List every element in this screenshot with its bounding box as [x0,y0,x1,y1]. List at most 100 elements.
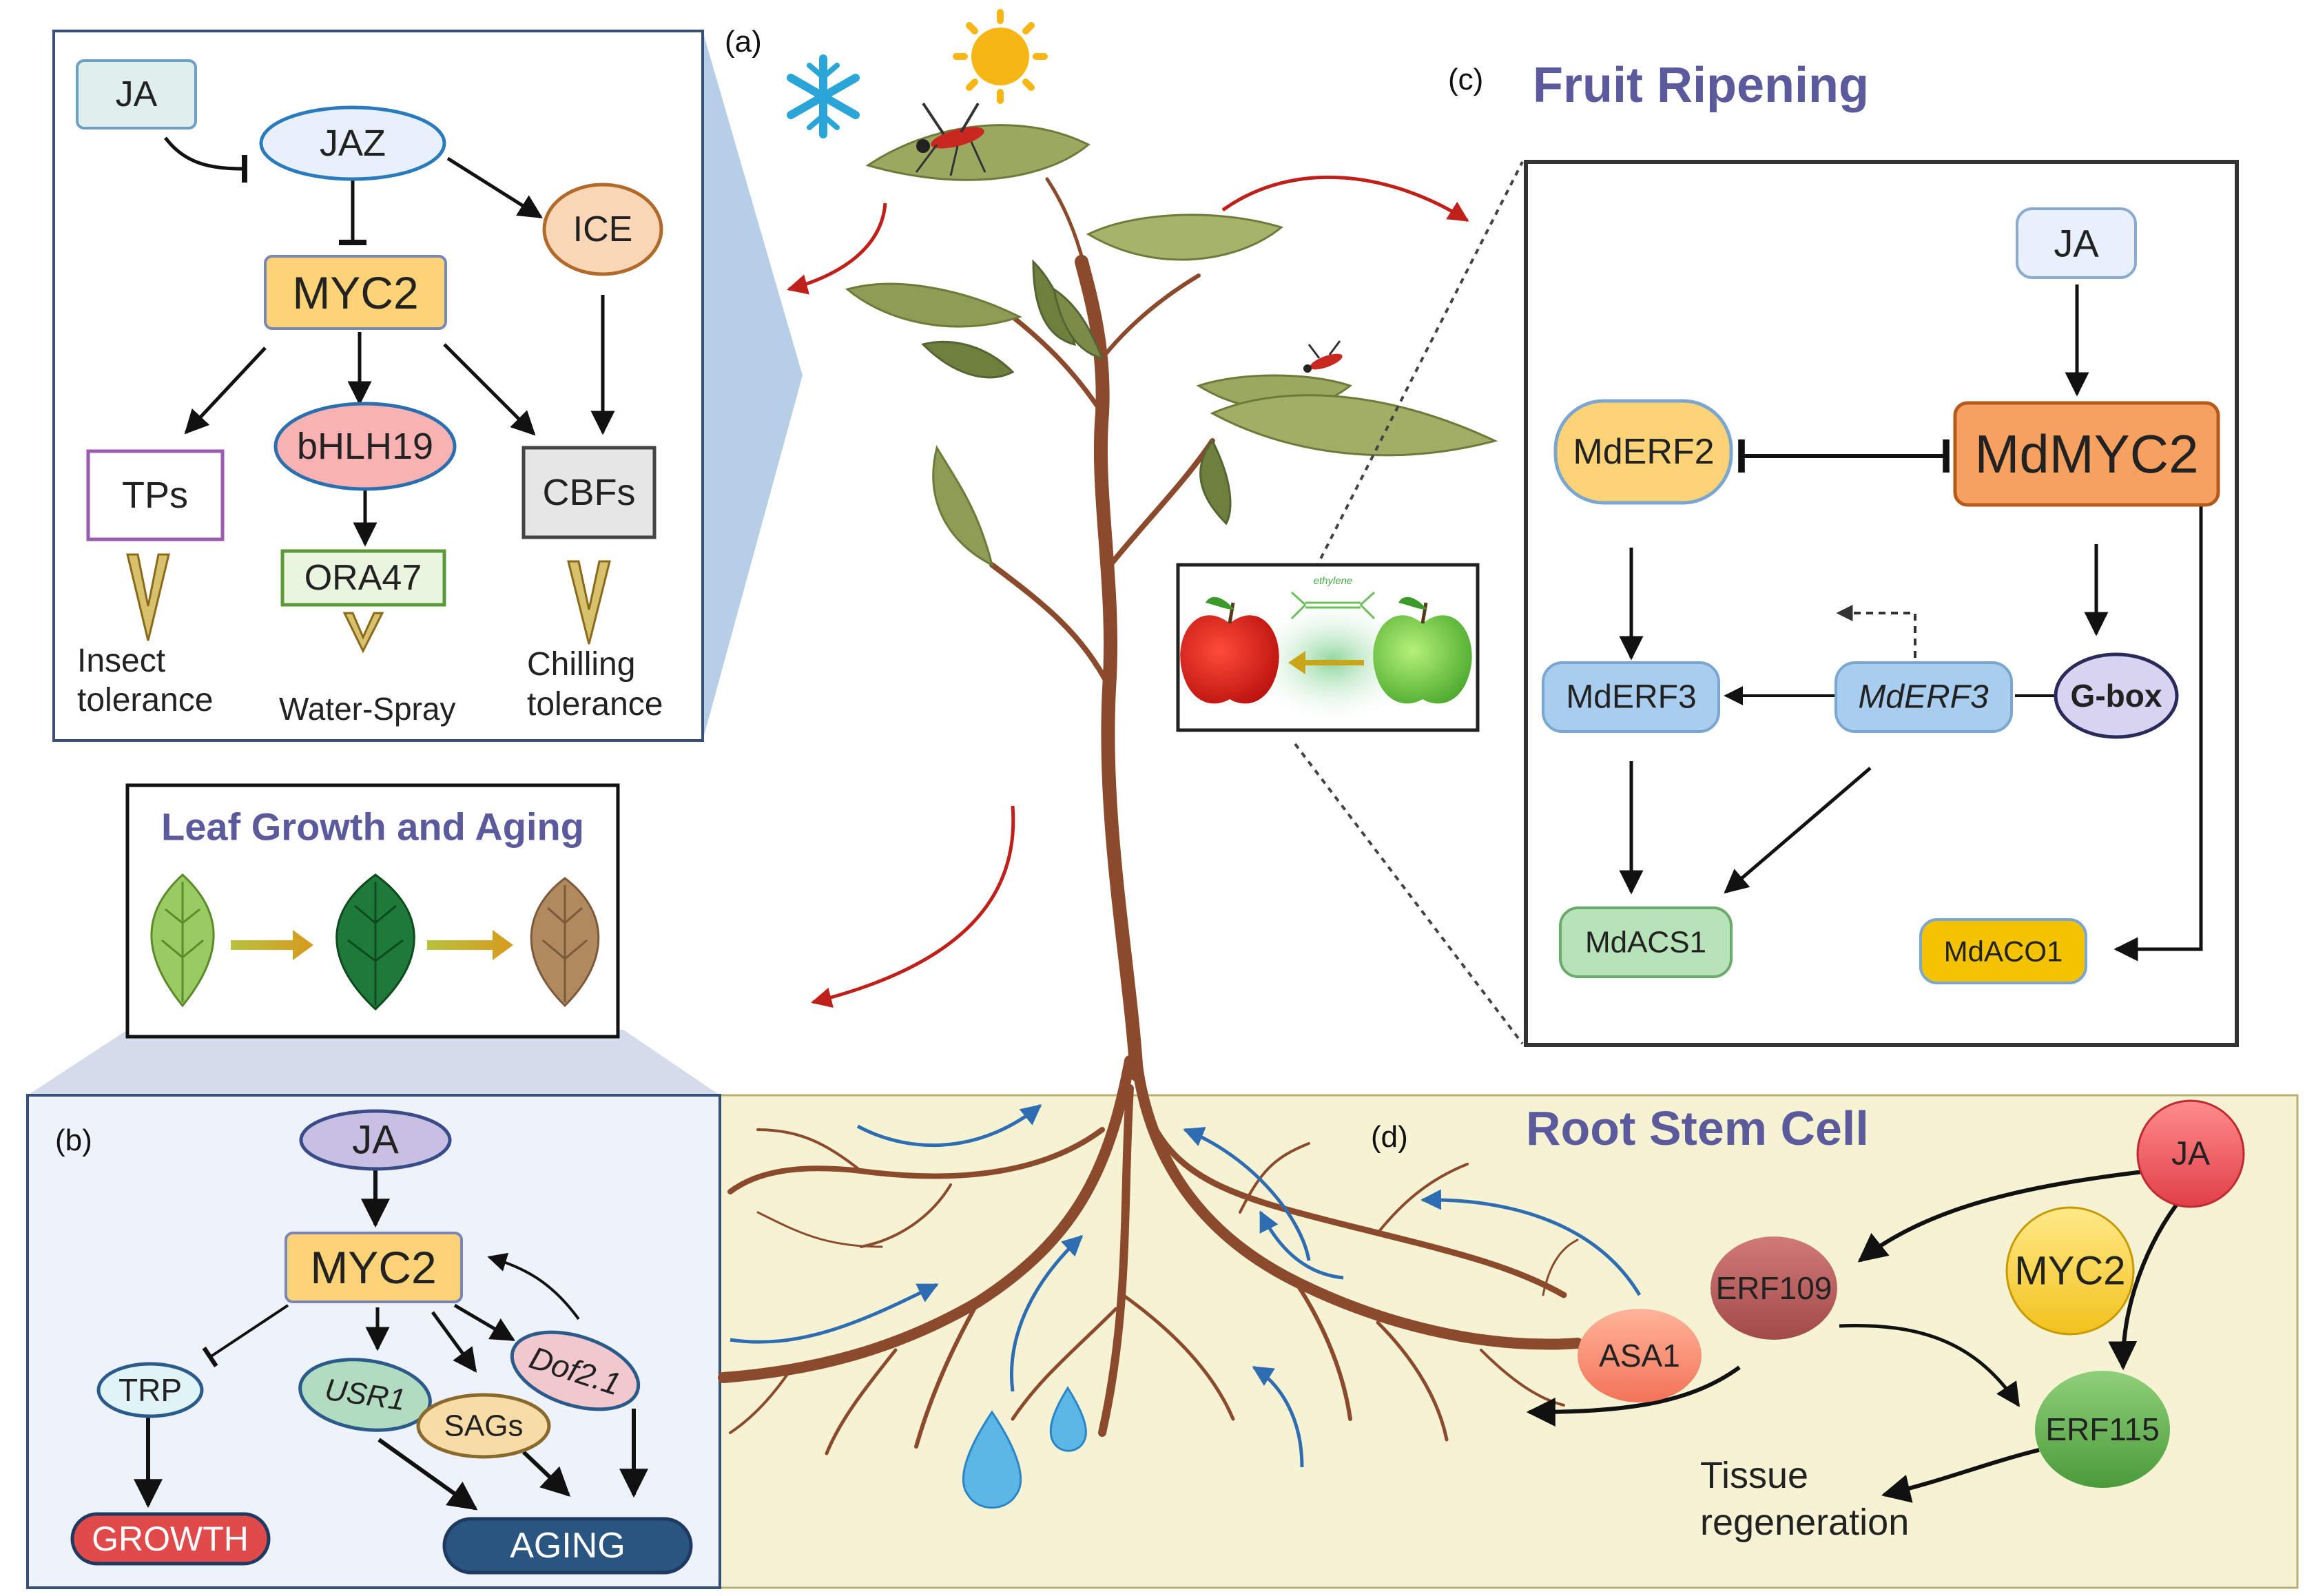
growth-arrow-1 [231,930,313,960]
jaz-node [259,105,446,181]
panel-label-b: (b) [55,1123,92,1157]
panel-label-d: (d) [1371,1120,1408,1154]
ice-label: ICE [573,209,633,249]
ja-label: JA [116,74,158,114]
mdaco1-node [1919,918,2087,984]
leaf-title: Leaf Growth and Aging [161,805,584,849]
leaf-zoom-wedge [28,1030,720,1095]
aged-leaf-icon [530,877,600,1008]
roots [718,1055,1583,1455]
mdmyc2-label: MdMYC2 [1974,424,2198,484]
fruit-title: Fruit Ripening [1533,58,1869,113]
tissue-regeneration-line1: Tissue [1700,1455,1808,1496]
arrow-asa1-output [1526,1365,1741,1427]
dotted-zoom-line-top [1314,161,1524,569]
cbfs-label: CBFs [543,472,636,513]
mderf3-gene-label: MdERF3 [1858,679,1989,716]
mdacs1-label: MdACS1 [1585,926,1706,960]
erf115-node [2035,1371,2170,1488]
arrow-jaz-ice [446,156,543,219]
mderf3-label: MdERF3 [1566,679,1696,716]
dashed-arrow-autoregulation [1836,605,1916,658]
panel-d: JA ERF109 MYC2 ASA1 ERF115 Tissue regene… [730,1099,2245,1543]
mdmyc2-node [1953,401,2220,507]
myc2-label-d: MYC2 [2014,1249,2125,1294]
sags-label: SAGs [444,1409,524,1443]
panel-a: JA JAZ ICE MYC2 TPs bHLH19 CBFs ORA47 In… [76,59,663,727]
snowflake-icon [787,54,860,138]
ja-node-c [2016,207,2137,279]
panel-c-box [1524,160,2239,1047]
plant-illustration [718,102,1583,1455]
arrow-myc2-sags [431,1311,477,1373]
usr1-node [298,1358,432,1432]
mdacs1-node [1559,906,1733,978]
arrow-gene-mdacs1 [1724,767,1872,894]
growth-arrow-2 [427,930,513,960]
red-apple-icon [1180,597,1279,704]
arrow-usr1-aging [378,1438,478,1511]
arrow-mdmyc2-mdaco1 [2113,506,2203,962]
ja-node [76,59,197,129]
insect-tolerance-line2: tolerance [77,682,213,718]
leaves [845,124,1498,567]
myc2-label-b: MYC2 [310,1242,436,1293]
gbox-label: G-box [2071,678,2162,714]
growth-node [70,1512,271,1566]
myc2-node [264,255,447,330]
young-leaf-icon [150,873,215,1008]
sags-node [416,1393,551,1459]
water-spray-label: Water-Spray [279,691,455,727]
apple-ethylene-inset: ethylene [1176,563,1480,732]
trp-label: TRP [118,1372,182,1408]
chevron-chilling [567,560,611,645]
erf109-node [1710,1236,1837,1340]
red-arrow-to-panel-c [1221,175,1469,222]
myc2-label: MYC2 [292,267,418,318]
water-drop-icon-large [962,1410,1022,1509]
mderf3-gene-node [1834,661,2013,733]
green-apple-icon [1373,597,1472,704]
gbox-node [2054,652,2179,739]
ethylene-label: ethylene [1314,575,1353,587]
arrow-sags-aging [521,1450,571,1497]
sun-icon [953,9,1048,104]
panel-b: JA MYC2 TRP USR1 SAGs Dof2.1 GROWTH AGIN… [70,1109,693,1575]
chilling-tolerance-line2: tolerance [527,686,663,723]
root-title: Root Stem Cell [1526,1101,1869,1155]
ja-label-d: JA [2171,1136,2210,1172]
jaz-label: JAZ [320,123,386,164]
chevron-insect [126,553,170,641]
mdaco1-label: MdACO1 [1944,935,2063,968]
tps-label: TPs [122,475,188,516]
leaf-growth-panel: Leaf Growth and Aging [125,783,620,1039]
erf109-label: ERF109 [1716,1270,1832,1306]
ora47-node [280,549,446,607]
arrow-myc2-tps [184,346,267,435]
inhibit-myc2-trp [202,1304,289,1368]
panel-label-c: (c) [1448,63,1483,96]
mosquito-icon [915,102,986,176]
ja-node-b [299,1109,452,1171]
arrow-ja-erf115 [2108,1190,2189,1371]
erf115-label: ERF115 [2045,1411,2159,1447]
arrow-dof-myc2 [487,1252,580,1320]
stem [989,177,1215,1081]
aging-node [442,1517,693,1575]
cbfs-node [521,446,657,539]
ora47-label: ORA47 [304,558,422,598]
myc2-node-b [285,1232,463,1303]
tps-node [86,449,225,541]
ja-label-c: JA [2054,222,2099,265]
arrow-myc2-cbfs [443,343,536,436]
asa1-node [1578,1309,1702,1402]
dof-node [510,1330,641,1411]
panel-label-a: (a) [725,25,762,59]
panel-a-zoom-wedge [703,31,803,740]
dotted-zoom-line-bottom [1294,743,1524,1045]
tissue-regeneration-line2: regeneration [1700,1502,1909,1543]
chilling-tolerance-line1: Chilling [527,646,635,683]
ethylene-molecule-icon [1290,591,1376,620]
bhlh19-node [273,402,457,491]
